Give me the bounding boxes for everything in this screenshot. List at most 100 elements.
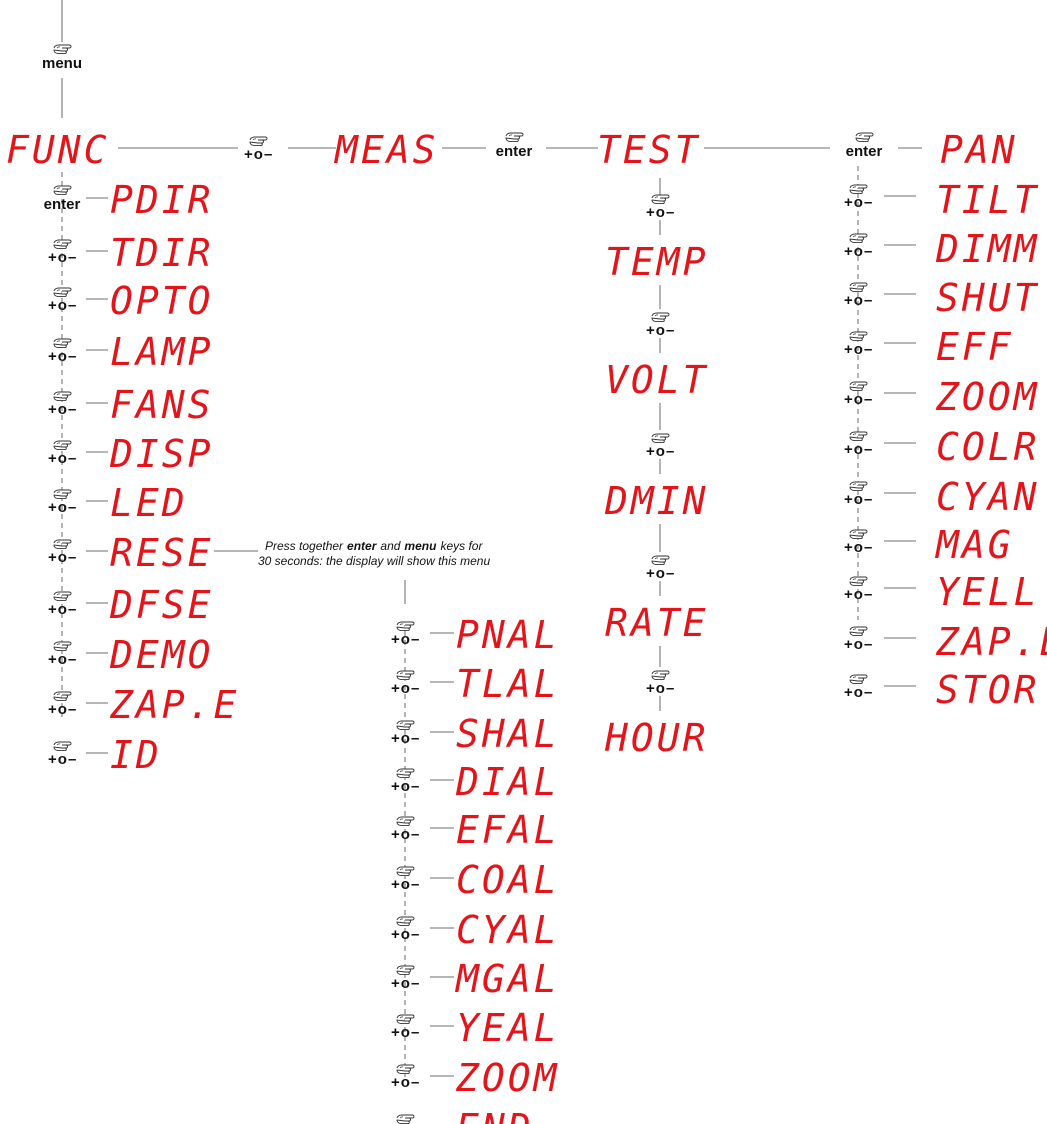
minus-sign: – [68,601,76,618]
func-item-opto: OPTO [110,279,214,323]
minus-sign: – [68,651,76,668]
minus-sign: – [411,1024,419,1041]
plus-zero-minus-icon: +o– [844,636,872,653]
plus-zero-minus-icon: +o– [48,651,76,668]
plus-sign: + [844,441,853,458]
menu-key: menu [42,44,82,72]
pointing-hand-icon [849,576,868,587]
zero-sign: o [854,586,863,603]
enter-key-label: enter [846,143,883,160]
reset-item-shal: SHAL [456,712,560,756]
pointing-hand-icon [855,132,874,143]
enter-key: enter [846,132,883,160]
func-item-rese: RESE [110,531,214,575]
pointing-hand-icon [651,433,670,444]
pointing-hand-icon [53,440,72,451]
plus-sign: + [48,401,57,418]
zero-sign: o [58,701,67,718]
plus-minus-key: +o– [391,1064,419,1091]
zero-sign: o [656,204,665,221]
plus-sign: + [48,549,57,566]
minus-sign: – [864,194,872,211]
minus-sign: – [411,680,419,697]
plus-zero-minus-icon: +o– [391,926,419,943]
plus-sign: + [391,876,400,893]
plus-minus-key: +o– [844,431,872,458]
meas-item-rate: RATE [605,601,709,645]
zero-sign: o [58,450,67,467]
note-enter: enter [347,539,378,553]
pointing-hand-icon [849,233,868,244]
plus-minus-key: +o– [48,741,76,768]
plus-minus-key: +o– [646,555,674,582]
plus-minus-key: +o– [844,184,872,211]
minus-sign: – [68,249,76,266]
pointing-hand-icon [53,239,72,250]
zero-sign: o [401,631,410,648]
plus-zero-minus-icon: +o– [391,876,419,893]
zero-sign: o [656,565,665,582]
plus-minus-key: +o– [646,670,674,697]
plus-zero-minus-icon: +o– [48,450,76,467]
plus-sign: + [48,601,57,618]
plus-minus-key: +o– [844,674,872,701]
plus-minus-key: +o– [844,331,872,358]
zero-sign: o [58,601,67,618]
reset-item-end: END [456,1106,534,1124]
plus-zero-minus-icon: +o– [48,751,76,768]
zero-sign: o [401,876,410,893]
func-item-disp: DISP [109,432,214,476]
plus-sign: + [844,194,853,211]
plus-zero-minus-icon: +o– [844,292,872,309]
zero-sign: o [58,751,67,768]
pointing-hand-icon [53,691,72,702]
minus-sign: – [68,450,76,467]
pointing-hand-icon [651,670,670,681]
plus-sign: + [391,680,400,697]
minus-sign: – [864,391,872,408]
plus-minus-key: +o– [48,591,76,618]
minus-sign: – [411,631,419,648]
zero-sign: o [854,341,863,358]
test-item-tilt: TILT [936,178,1040,222]
pointing-hand-icon [53,539,72,550]
enter-key-label: enter [44,196,81,213]
func-display: FUNC [6,128,110,172]
reset-item-dial: DIAL [455,760,560,804]
func-item-tdir: TDIR [110,231,214,275]
plus-minus-key: +o– [844,381,872,408]
plus-sign: + [391,975,400,992]
plus-zero-minus-icon: +o– [48,297,76,314]
minus-sign: – [264,146,272,163]
plus-sign: + [391,730,400,747]
zero-sign: o [58,401,67,418]
plus-minus-key: +o– [844,233,872,260]
pointing-hand-icon [396,720,415,731]
reset-item-zoom: ZOOM [455,1056,560,1100]
pointing-hand-icon [396,621,415,632]
reset-item-yeal: YEAL [456,1006,560,1050]
test-item-stor: STOR [936,668,1040,712]
plus-zero-minus-icon: +o– [48,701,76,718]
pointing-hand-icon [849,431,868,442]
menu-key-label: menu [42,55,82,72]
zero-sign: o [854,292,863,309]
zero-sign: o [854,243,863,260]
plus-sign: + [48,651,57,668]
plus-sign: + [48,499,57,516]
zero-sign: o [401,926,410,943]
zero-sign: o [401,730,410,747]
minus-sign: – [411,1074,419,1091]
test-item-zape: ZAP.E [935,620,1047,664]
plus-minus-key: +o– [391,816,419,843]
plus-sign: + [391,1024,400,1041]
zero-sign: o [401,680,410,697]
pointing-hand-icon [396,1114,415,1124]
zero-sign: o [854,441,863,458]
plus-zero-minus-icon: +o– [244,146,272,163]
plus-sign: + [48,249,57,266]
zero-sign: o [854,491,863,508]
